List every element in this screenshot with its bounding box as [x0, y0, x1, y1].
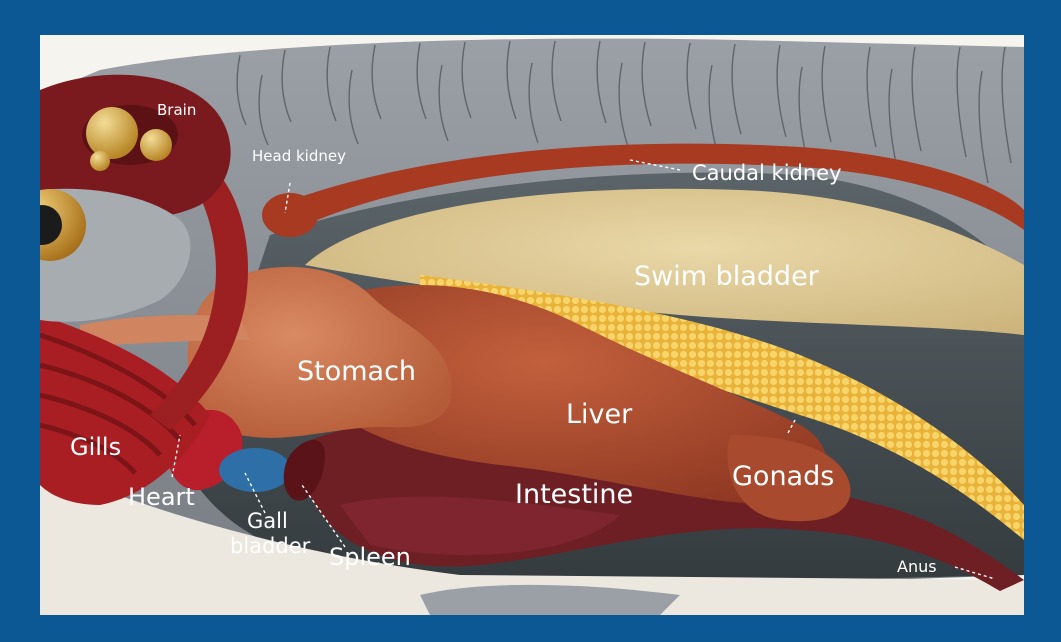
label-anus: Anus — [897, 557, 937, 576]
label-stomach: Stomach — [297, 356, 416, 387]
label-gall-bladder-line1: Gall — [247, 509, 288, 533]
frame-side-tab — [0, 252, 16, 314]
gall-bladder — [219, 448, 291, 492]
label-brain: Brain — [157, 101, 196, 119]
label-swim-bladder: Swim bladder — [634, 261, 820, 292]
label-gall-bladder-line2: bladder — [230, 534, 311, 558]
head-kidney — [262, 193, 318, 237]
anatomy-illustration: Brain Head kidney Caudal kidney Swim bla… — [40, 35, 1024, 615]
label-head-kidney: Head kidney — [252, 147, 346, 165]
label-liver: Liver — [566, 399, 633, 430]
label-spleen: Spleen — [329, 543, 411, 571]
label-intestine: Intestine — [515, 479, 633, 510]
label-gills: Gills — [70, 433, 121, 461]
label-gonads: Gonads — [732, 461, 834, 492]
label-heart: Heart — [128, 483, 195, 511]
label-caudal-kidney: Caudal kidney — [692, 161, 842, 185]
fish-anatomy-diagram: Brain Head kidney Caudal kidney Swim bla… — [40, 35, 1024, 615]
